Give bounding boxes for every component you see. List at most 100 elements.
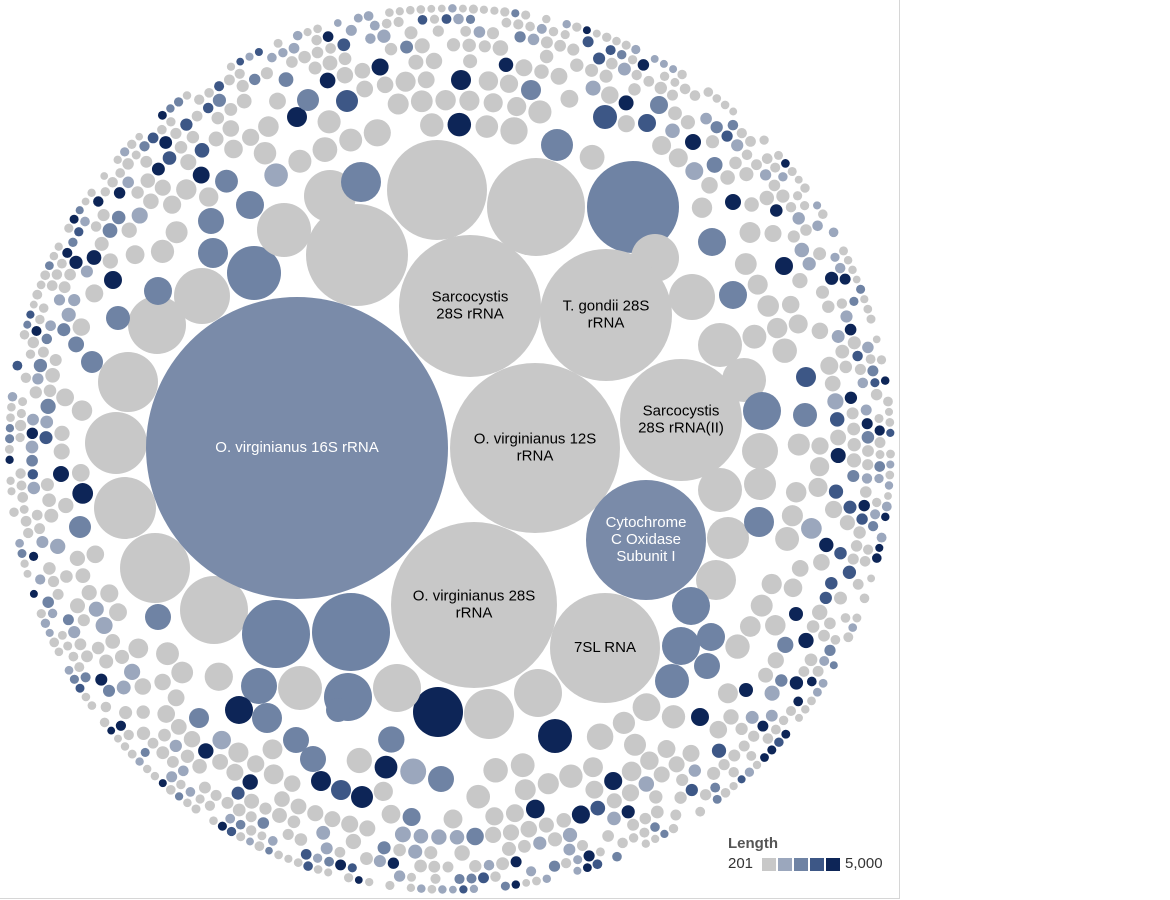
bubble[interactable] xyxy=(198,238,228,268)
bubble[interactable] xyxy=(246,825,257,836)
bubble[interactable] xyxy=(719,281,747,309)
bubble[interactable] xyxy=(627,55,638,65)
bubble[interactable] xyxy=(37,346,49,358)
bubble[interactable] xyxy=(254,841,265,852)
bubble[interactable] xyxy=(438,885,447,894)
bubble[interactable] xyxy=(872,553,882,563)
bubble[interactable] xyxy=(58,497,74,514)
bubble[interactable] xyxy=(87,188,96,197)
bubble[interactable] xyxy=(26,454,38,467)
bubble[interactable] xyxy=(180,749,195,764)
bubble[interactable] xyxy=(834,262,846,274)
bubble[interactable] xyxy=(442,861,454,873)
bubble[interactable] xyxy=(863,544,874,555)
bubble[interactable] xyxy=(226,62,236,71)
bubble[interactable] xyxy=(862,445,874,457)
bubble[interactable] xyxy=(721,130,733,142)
bubble[interactable] xyxy=(53,294,66,306)
bubble[interactable] xyxy=(232,803,246,817)
bubble[interactable] xyxy=(612,851,622,862)
bubble[interactable] xyxy=(699,789,712,801)
bubble[interactable] xyxy=(120,147,130,157)
bubble[interactable] xyxy=(91,641,105,655)
bubble[interactable] xyxy=(560,89,579,108)
bubble[interactable] xyxy=(406,5,415,15)
bubble[interactable] xyxy=(345,833,362,850)
bubble[interactable] xyxy=(274,791,290,807)
bubble[interactable] xyxy=(347,863,357,873)
bubble[interactable] xyxy=(354,62,371,79)
bubble[interactable] xyxy=(180,118,193,131)
bubble[interactable] xyxy=(473,26,486,38)
bubble[interactable] xyxy=(844,323,857,336)
bubble[interactable] xyxy=(653,766,670,783)
bubble[interactable] xyxy=(20,372,32,383)
bubble[interactable] xyxy=(435,89,456,111)
bubble[interactable] xyxy=(859,555,871,567)
bubble[interactable] xyxy=(264,163,288,187)
bubble[interactable] xyxy=(278,72,294,87)
bubble[interactable] xyxy=(242,128,260,146)
bubble[interactable] xyxy=(514,669,562,717)
bubble[interactable] xyxy=(773,150,784,160)
bubble[interactable] xyxy=(829,412,845,427)
bubble[interactable] xyxy=(586,723,614,750)
bubble[interactable] xyxy=(26,427,38,439)
bubble[interactable] xyxy=(886,428,895,437)
bubble[interactable] xyxy=(236,57,245,66)
bubble[interactable] xyxy=(880,376,890,385)
bubble[interactable] xyxy=(822,300,835,313)
bubble[interactable] xyxy=(165,784,176,795)
bubble[interactable] xyxy=(709,720,728,739)
bubble[interactable] xyxy=(394,826,411,843)
bubble[interactable] xyxy=(143,764,152,774)
bubble[interactable] xyxy=(311,46,324,59)
bubble[interactable] xyxy=(761,153,773,164)
bubble[interactable] xyxy=(788,314,808,334)
bubble[interactable] xyxy=(739,222,761,243)
bubble[interactable] xyxy=(265,846,273,855)
bubble[interactable] xyxy=(847,422,861,436)
bubble[interactable] xyxy=(870,378,880,388)
bubble[interactable] xyxy=(139,141,150,152)
bubble[interactable] xyxy=(448,4,457,13)
bubble[interactable] xyxy=(324,811,341,828)
bubble[interactable] xyxy=(85,412,147,474)
bubble[interactable] xyxy=(319,72,336,89)
bubble[interactable] xyxy=(236,93,252,109)
bubble[interactable] xyxy=(839,360,853,374)
bubble[interactable] xyxy=(881,501,892,512)
bubble[interactable] xyxy=(23,569,32,578)
bubble[interactable] xyxy=(787,230,800,243)
bubble[interactable] xyxy=(406,883,416,892)
bubble[interactable] xyxy=(466,873,477,884)
bubble[interactable] xyxy=(245,811,257,823)
bubble[interactable] xyxy=(735,722,748,736)
bubble[interactable] xyxy=(100,172,109,180)
bubble[interactable] xyxy=(334,846,346,858)
bubble[interactable] xyxy=(131,150,141,160)
bubble[interactable] xyxy=(62,247,73,258)
bubble[interactable] xyxy=(20,515,32,527)
bubble[interactable] xyxy=(417,14,428,25)
bubble[interactable] xyxy=(874,461,886,472)
bubble[interactable] xyxy=(373,781,393,802)
bubble[interactable] xyxy=(621,784,640,802)
bubble[interactable] xyxy=(723,709,739,725)
bubble[interactable] xyxy=(343,873,354,883)
bubble[interactable] xyxy=(706,156,723,173)
bubble[interactable] xyxy=(862,341,874,354)
bubble[interactable] xyxy=(308,61,322,75)
bubble[interactable] xyxy=(395,71,416,92)
bubble[interactable] xyxy=(744,197,759,212)
bubble[interactable] xyxy=(71,463,90,482)
bubble[interactable] xyxy=(548,26,559,37)
bubble[interactable] xyxy=(861,473,873,484)
bubble[interactable] xyxy=(830,252,840,262)
bubble[interactable] xyxy=(158,779,167,788)
bubble[interactable] xyxy=(459,90,480,111)
bubble[interactable] xyxy=(81,197,90,206)
bubble[interactable] xyxy=(583,850,595,862)
bubble[interactable] xyxy=(387,857,400,869)
bubble[interactable] xyxy=(208,131,224,147)
